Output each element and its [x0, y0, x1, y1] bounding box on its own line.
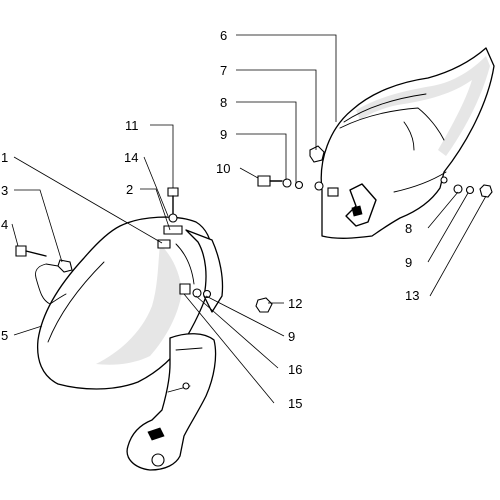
- callout-5: 5: [1, 328, 8, 343]
- callout-4: 4: [1, 217, 8, 232]
- callout-14: 14: [124, 150, 138, 165]
- callout-15: 15: [288, 396, 302, 411]
- callout-12: 12: [288, 296, 302, 311]
- callout-7: 7: [220, 63, 227, 78]
- callout-6: 6: [220, 28, 227, 43]
- front-bracket: [126, 333, 217, 471]
- front-hardware: [15, 187, 273, 313]
- callout-16: 16: [288, 362, 302, 377]
- callout-3: 3: [1, 183, 8, 198]
- callout-13: 13: [405, 288, 419, 303]
- callout-2: 2: [126, 182, 133, 197]
- callout-8-right: 8: [405, 221, 412, 236]
- callout-11: 11: [125, 118, 139, 133]
- callout-10: 10: [216, 161, 230, 176]
- callout-9-right: 9: [405, 255, 412, 270]
- callout-9-top: 9: [220, 127, 227, 142]
- callout-8-top: 8: [220, 95, 227, 110]
- rear-mudguard: [314, 47, 495, 239]
- leader-lines: [11, 34, 487, 404]
- callout-9-lower: 9: [288, 329, 295, 344]
- rear-hardware: [257, 145, 493, 198]
- callout-1: 1: [1, 150, 8, 165]
